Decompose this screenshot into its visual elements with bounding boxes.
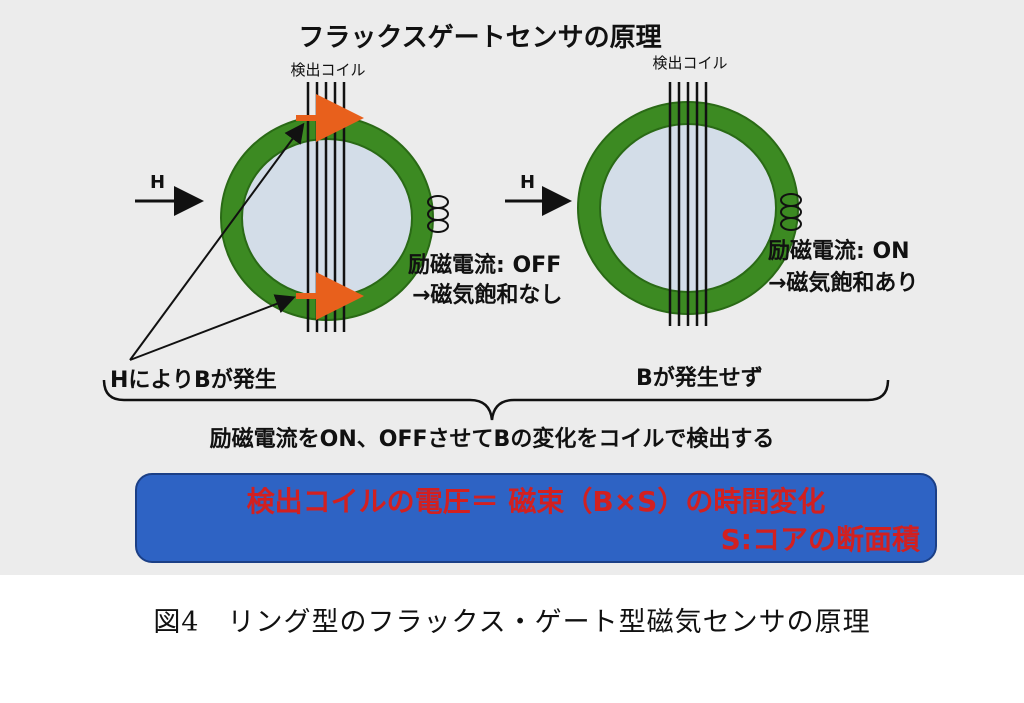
- fluxgate-diagram: フラックスゲートセンサの原理 H 検出コイル 励磁電流: OFF: [102, 23, 937, 563]
- right-current-line2: →磁気飽和あり: [768, 270, 918, 296]
- left-h-label: H: [150, 172, 165, 193]
- left-coil-label: 検出コイル: [290, 61, 365, 79]
- right-excitation-coil: [780, 193, 802, 231]
- right-detection-coil: [668, 82, 708, 326]
- right-result-label: Bが発生せず: [636, 365, 763, 391]
- left-pointer-line-top: [129, 122, 305, 361]
- formula-box: [135, 473, 937, 563]
- right-sensor: H 検出コイル 励磁電流: ON →磁気飽和あり Bが発生せず: [505, 54, 918, 391]
- grouping-brace: [102, 379, 890, 421]
- left-excitation-coil: [427, 195, 449, 233]
- summary-text: 励磁電流をON、OFFさせてBの変化をコイルで検出する: [210, 426, 775, 452]
- right-current-line1: 励磁電流: ON: [768, 238, 910, 264]
- right-h-label: H: [520, 172, 535, 193]
- left-current-line1: 励磁電流: OFF: [408, 252, 561, 278]
- left-result-label: HによりBが発生: [110, 367, 277, 393]
- left-pointer-line-bottom: [129, 294, 296, 361]
- formula-line2: S:コアの断面積: [721, 523, 920, 556]
- figure-caption: 図4 リング型のフラックス・ゲート型磁気センサの原理: [153, 607, 871, 638]
- left-sensor: H 検出コイル 励磁電流: OFF →磁気飽和なし HによりBが発生: [110, 61, 562, 393]
- diagram-title: フラックスゲートセンサの原理: [298, 23, 661, 53]
- right-coil-label: 検出コイル: [652, 54, 727, 72]
- left-current-line2: →磁気飽和なし: [412, 282, 562, 308]
- formula-line1: 検出コイルの電圧＝ 磁束（B×S）の時間変化: [247, 485, 826, 518]
